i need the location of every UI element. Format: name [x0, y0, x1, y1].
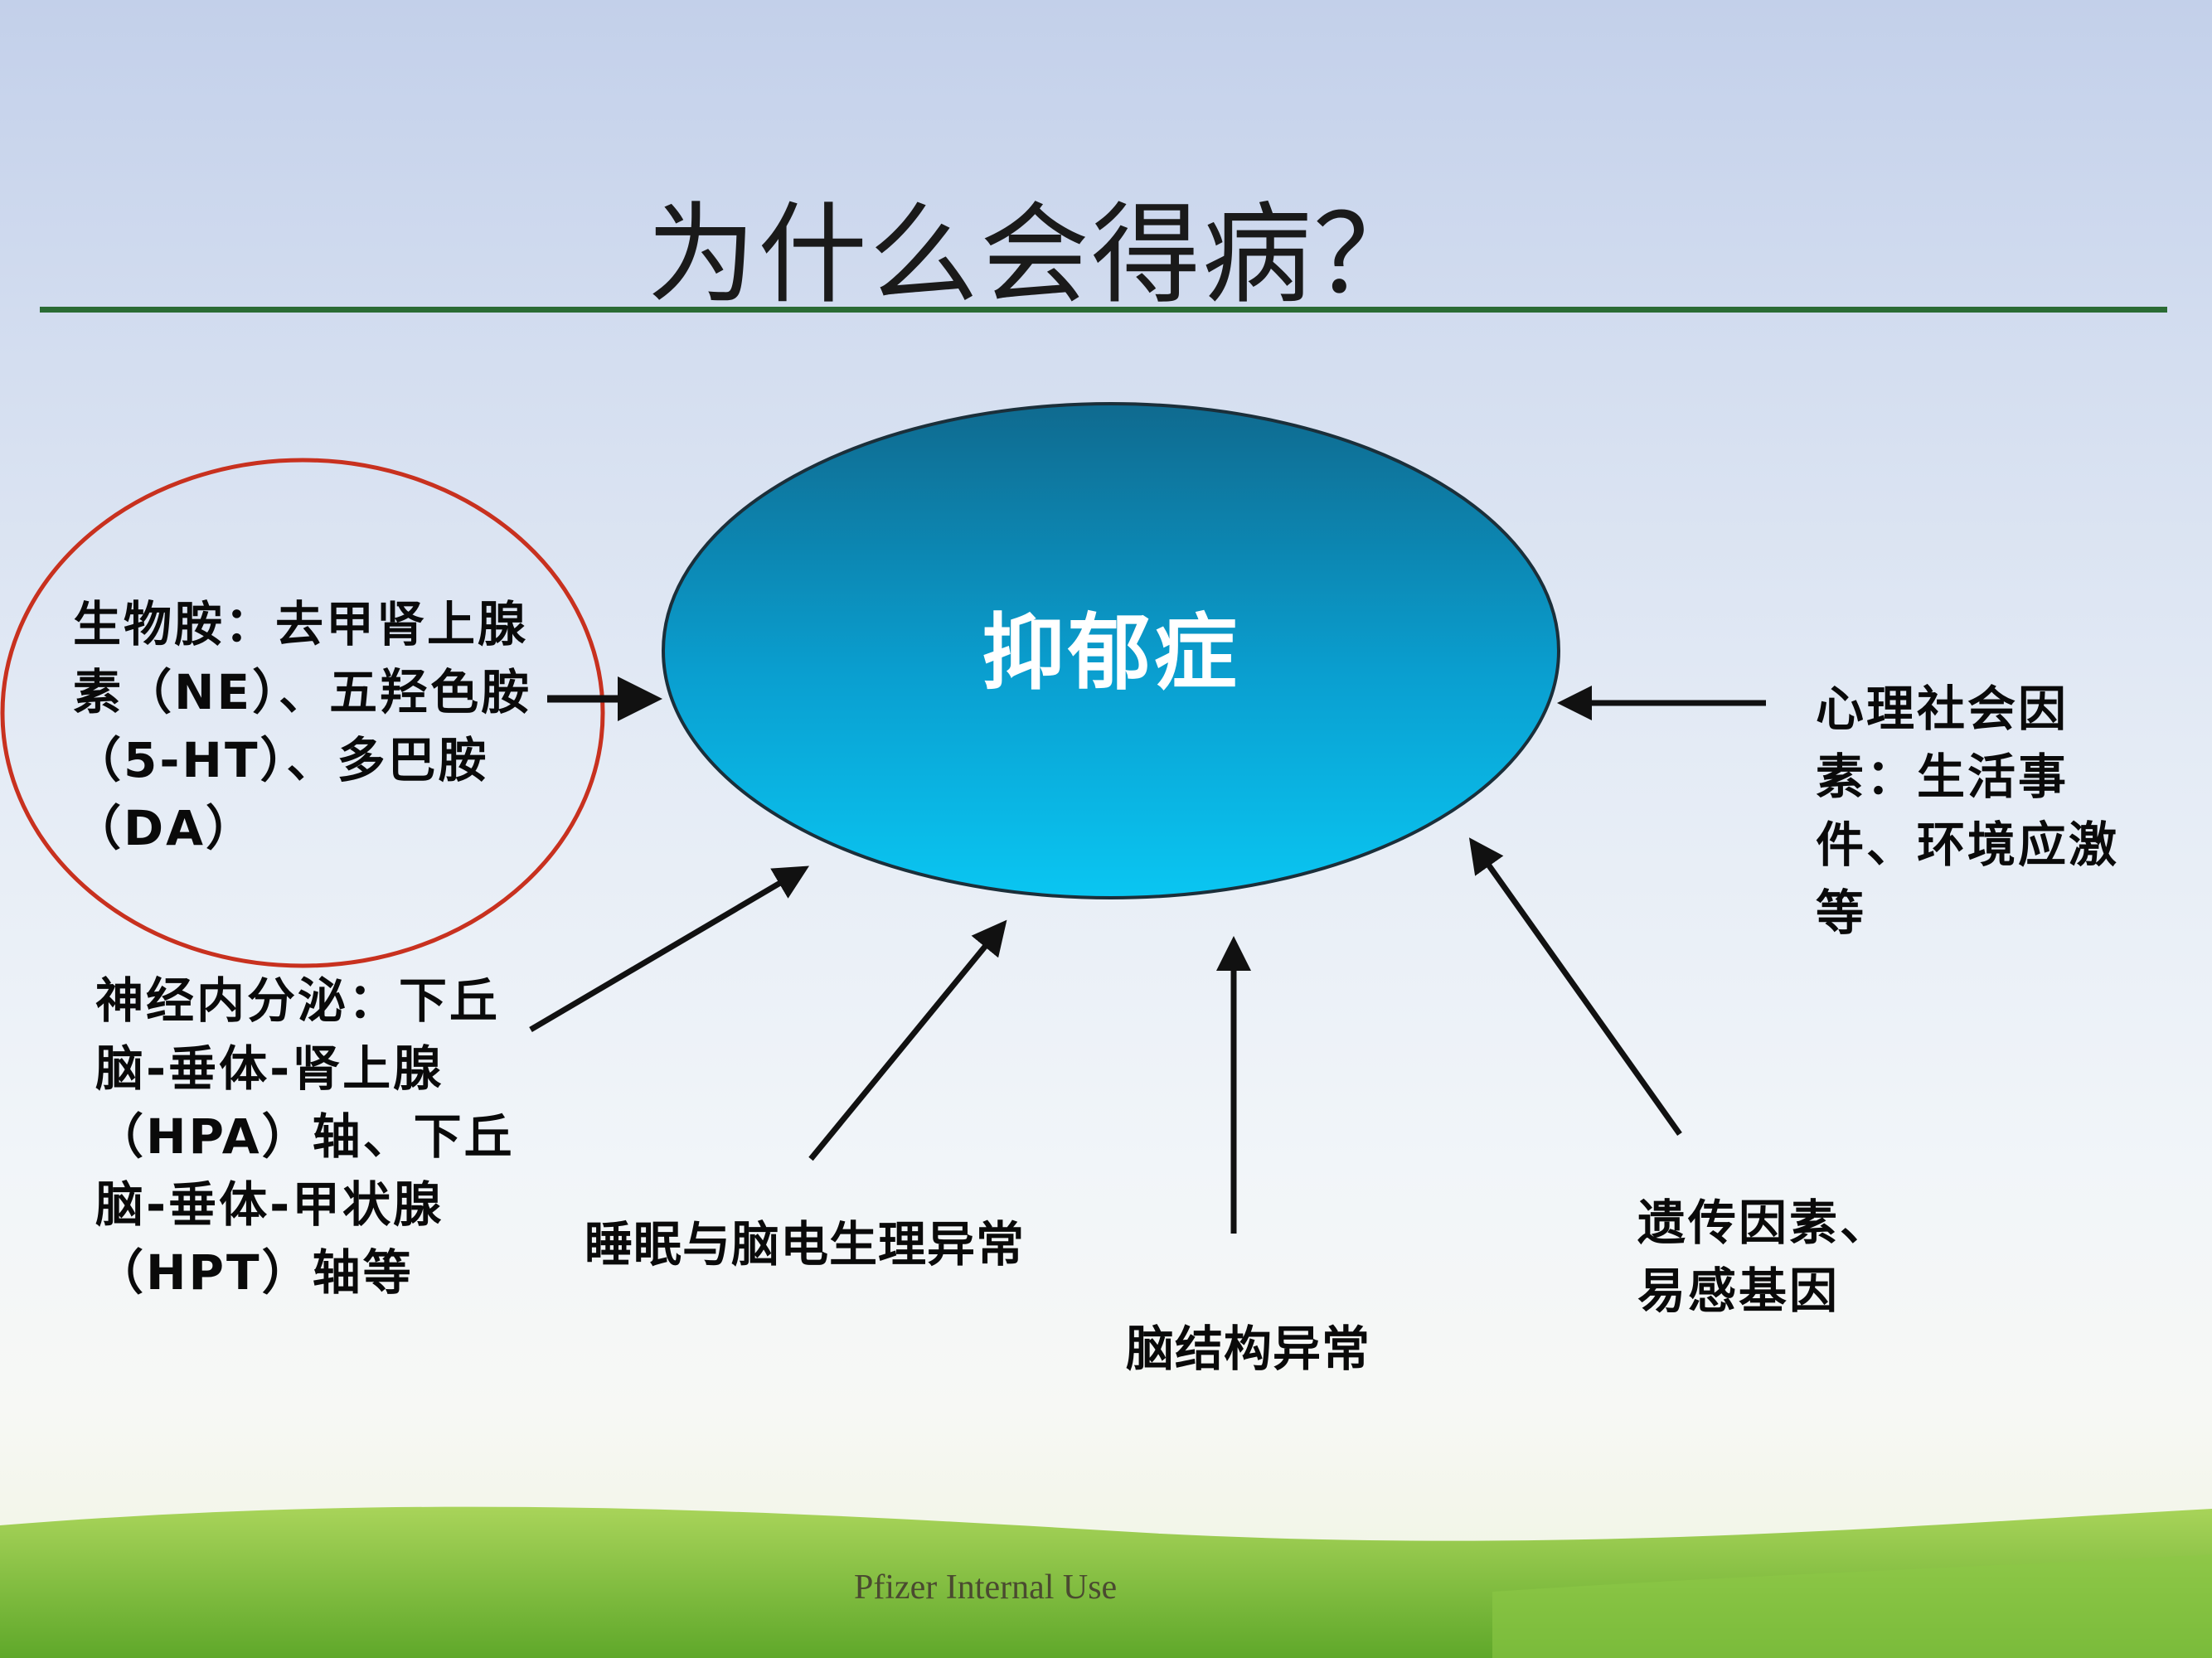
arrow-neuroendocrine — [529, 865, 810, 1033]
arrow-sleep-eeg — [808, 919, 1007, 1161]
grass-hill-background — [0, 1506, 2212, 1658]
factor-genetic: 遗传因素、易感基因 — [1637, 1195, 1891, 1319]
factor-biogenic-amines: 生物胺：去甲肾上腺素（NE）、五羟色胺（5-HT）、多巴胺（DA） — [73, 596, 532, 856]
factor-brain-structure: 脑结构异常 — [1126, 1321, 1371, 1377]
depression-ellipse — [662, 402, 1560, 899]
highlight-circle — [0, 458, 605, 968]
slide-title: 为什么会得病？ — [647, 191, 1424, 319]
title-divider — [40, 307, 2167, 313]
factor-neuroendocrine: 神经内分泌：下丘脑-垂体-肾上腺（HPA）轴、下丘脑-垂体-甲状腺（HPT）轴等 — [95, 972, 515, 1301]
factor-sleep-eeg: 睡眠与脑电生理异常 — [585, 1216, 1026, 1273]
factor-psychosocial: 心理社会因素：生活事件、环境应激等 — [1816, 681, 2120, 941]
center-label-depression: 抑郁症 — [982, 604, 1240, 701]
footer-text: Pfizer Internal Use — [854, 1568, 1118, 1607]
arrow-genetic — [1468, 837, 1682, 1137]
